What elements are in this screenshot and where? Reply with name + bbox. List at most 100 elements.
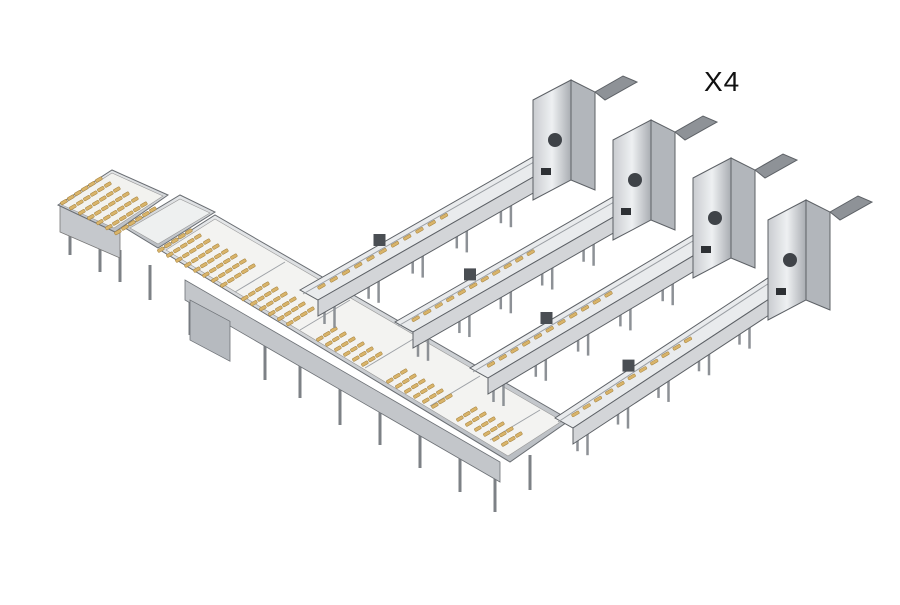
product <box>490 426 498 433</box>
product <box>124 201 132 208</box>
machine-roller <box>548 133 562 147</box>
product <box>95 176 103 183</box>
product <box>113 186 121 193</box>
product <box>175 256 183 263</box>
product <box>515 431 523 438</box>
product <box>339 331 347 338</box>
product <box>114 229 122 236</box>
machine-roller <box>783 253 797 267</box>
product <box>140 201 148 208</box>
product <box>282 301 290 308</box>
infeed-conveyor <box>56 169 571 512</box>
product <box>325 340 333 347</box>
product <box>157 246 165 253</box>
machine-panel <box>776 288 786 295</box>
product <box>316 335 324 342</box>
product <box>193 266 201 273</box>
product <box>104 181 112 188</box>
product <box>232 263 240 270</box>
product <box>409 373 417 380</box>
product <box>268 310 276 317</box>
product <box>211 276 219 283</box>
packaging-line <box>393 189 645 361</box>
product <box>492 435 500 442</box>
product <box>457 289 466 296</box>
line-motor <box>373 234 386 246</box>
product <box>503 262 512 270</box>
product <box>533 333 543 340</box>
product <box>180 242 188 249</box>
product <box>200 262 208 269</box>
product <box>498 354 507 361</box>
product <box>481 421 489 428</box>
product <box>289 296 297 303</box>
product <box>189 247 197 254</box>
product <box>185 228 193 235</box>
product <box>317 283 326 290</box>
line-rail <box>557 273 784 423</box>
product <box>121 224 129 231</box>
machine-chute <box>829 195 874 221</box>
product <box>592 298 601 305</box>
product <box>117 205 125 212</box>
product <box>76 199 84 206</box>
product <box>81 185 89 192</box>
product <box>569 312 578 319</box>
product <box>683 336 693 344</box>
product <box>92 200 100 207</box>
product <box>205 248 213 255</box>
product <box>112 219 120 226</box>
product <box>413 392 421 399</box>
machine-chute <box>674 115 719 141</box>
product <box>616 381 625 388</box>
product <box>216 262 224 269</box>
product <box>571 410 580 418</box>
product <box>187 238 195 245</box>
product <box>446 295 455 303</box>
product <box>472 416 480 423</box>
product <box>259 305 267 312</box>
infeed-products <box>60 176 523 447</box>
product <box>94 209 102 216</box>
product <box>480 275 489 283</box>
product <box>248 290 256 297</box>
line-side <box>317 159 564 317</box>
product <box>196 243 204 250</box>
product <box>262 281 270 288</box>
product <box>545 326 554 333</box>
product <box>248 263 256 270</box>
product <box>411 383 419 390</box>
product <box>474 425 482 432</box>
product <box>350 346 358 353</box>
machine-panel <box>701 246 711 253</box>
product <box>366 255 375 262</box>
product <box>74 190 82 197</box>
product <box>110 210 118 217</box>
product <box>456 415 464 422</box>
product <box>122 191 130 198</box>
product <box>178 233 186 240</box>
product <box>128 220 136 227</box>
product <box>393 373 401 380</box>
product <box>427 383 435 390</box>
product <box>486 361 496 368</box>
product <box>395 382 403 389</box>
product <box>105 224 113 231</box>
product <box>126 210 134 217</box>
line-motor <box>622 359 635 372</box>
product <box>354 262 363 269</box>
product <box>284 310 292 317</box>
product <box>108 200 116 207</box>
product <box>273 296 281 303</box>
product <box>133 206 141 213</box>
product <box>271 286 279 293</box>
product <box>202 271 210 278</box>
product <box>87 214 95 221</box>
product <box>323 331 331 338</box>
product <box>291 306 299 313</box>
product <box>436 388 444 395</box>
machine-side <box>730 157 756 269</box>
packaging-lines <box>298 149 799 456</box>
product <box>221 248 229 255</box>
